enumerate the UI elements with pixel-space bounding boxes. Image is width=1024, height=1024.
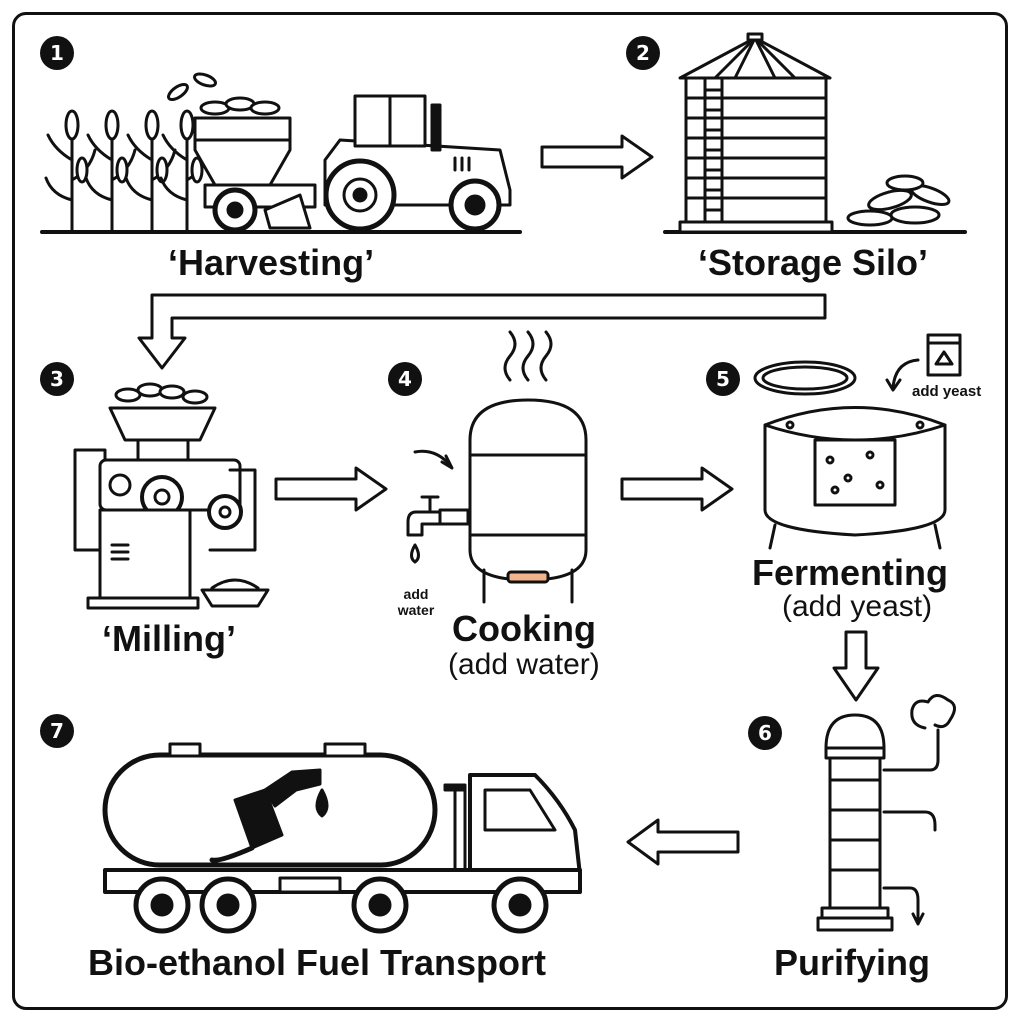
fermenting-vat-icon: [753, 360, 947, 550]
diagram-frame: [12, 12, 1008, 1010]
distillation-column-icon: [816, 694, 956, 932]
arrow-harvest-to-silo: [540, 134, 654, 180]
arrow-purify-to-transport: [626, 818, 740, 866]
step-3-badge: 3: [40, 362, 74, 396]
tractor-harvester-icon: [167, 72, 512, 233]
mill-icon: [73, 382, 270, 610]
fuel-nozzle-icon: [209, 768, 329, 863]
step-2-badge: 2: [626, 36, 660, 70]
step-4-sublabel: (add water): [448, 648, 600, 681]
step-5-badge: 5: [706, 362, 740, 396]
arrow-ferment-to-purify: [832, 630, 880, 702]
step-1-badge: 1: [40, 36, 74, 70]
step-7-label: Bio-ethanol Fuel Transport: [88, 942, 547, 983]
step-4-badge: 4: [388, 362, 422, 396]
arrow-silo-to-mill: [137, 293, 827, 370]
step-7-badge: 7: [40, 714, 74, 748]
corn-pile-icon: [846, 174, 951, 227]
corn-field-icon: [40, 109, 522, 234]
arrow-mill-to-cook: [274, 466, 388, 512]
yeast-bag-icon: [885, 333, 962, 392]
step-4-label: Cooking: [452, 608, 596, 649]
step-6-badge: 6: [748, 716, 782, 750]
cooking-tank-icon: [468, 330, 588, 604]
step-5-note: add yeast: [912, 383, 982, 400]
arrow-cook-to-ferment: [620, 466, 734, 512]
tanker-truck-icon: [102, 742, 582, 934]
step-5-sublabel: (add yeast): [782, 590, 933, 623]
step-6-label: Purifying: [774, 942, 931, 983]
water-tap-icon: [406, 449, 470, 564]
silo-icon: [663, 32, 967, 234]
step-2-label: ‘Storage Silo’: [698, 242, 929, 283]
step-3-label: ‘Milling’: [102, 618, 236, 659]
step-5-label: Fermenting: [752, 552, 949, 593]
step-4-note: add water: [397, 586, 435, 618]
step-1-label: ‘Harvesting’: [168, 242, 375, 283]
